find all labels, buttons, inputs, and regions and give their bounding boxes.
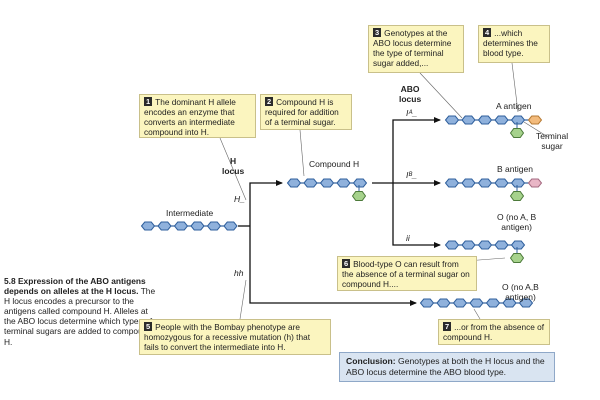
o-antigen-chain-2-unit (419, 298, 435, 308)
step-5-leader (239, 279, 247, 320)
step-6-text: Blood-type O can result from the absence… (342, 259, 470, 289)
step-3-text: Genotypes at the ABO locus determine the… (373, 28, 452, 68)
step-7-text: ...or from the absence of compound H. (443, 322, 545, 342)
step-2-text: Compound H is required for addition of a… (265, 97, 339, 127)
ib-genotype: Iᴮ_ (406, 170, 417, 180)
step-3-leader (419, 72, 463, 119)
step-1-number: 1 (144, 97, 153, 106)
step-4-number: 4 (483, 28, 492, 37)
molecule-chains (140, 115, 543, 308)
a-antigen-chain-unit (510, 115, 526, 125)
step-4-leader (511, 62, 519, 113)
o-antigen-chain-2-unit (452, 298, 468, 308)
o-antigen-chain-1-unit (510, 240, 526, 250)
step-1-leader (219, 137, 247, 201)
caption-heading: 5.8 Expression of the ABO antigens depen… (4, 276, 146, 297)
step-5-number: 5 (144, 322, 153, 331)
figure-caption: 5.8 Expression of the ABO antigens depen… (4, 276, 156, 347)
conclusion-prefix: Conclusion: (346, 356, 396, 366)
hh-genotype: hh (234, 268, 244, 278)
o-h-sugar (509, 253, 525, 263)
ii-arrow (392, 183, 441, 248)
intermediate-label: Intermediate (166, 208, 214, 218)
step-5-text: People with the Bombay phenotype are hom… (144, 322, 311, 352)
a-antigen-chain-unit (461, 115, 476, 125)
b-antigen-label: B antigen (497, 164, 533, 174)
step-2-leader (299, 129, 305, 177)
step-4-text: ...which determines the blood type. (483, 28, 538, 58)
compound-h-chain-unit (319, 178, 335, 188)
compound-h-chain-unit (286, 178, 302, 188)
b-antigen-chain-unit (510, 178, 526, 188)
intermediate-chain-unit (157, 221, 172, 231)
o-antigen-chain-1-unit (494, 240, 509, 250)
o-antigen-chain-2-unit (485, 298, 501, 308)
step-2-number: 2 (265, 97, 274, 106)
h-locus-label: H locus (222, 156, 245, 176)
conclusion-text: Genotypes at both the H locus and the AB… (346, 356, 545, 377)
ia-arrow (392, 117, 441, 183)
h-dominant-arrow (249, 180, 283, 226)
terminal-sugar-leader (523, 121, 549, 138)
conclusion-box: Conclusion: Genotypes at both the H locu… (339, 352, 555, 382)
ii-genotype: ii (406, 233, 410, 243)
hh-arrow (249, 226, 417, 306)
ia-genotype: Iᴬ_ (406, 108, 418, 118)
o-antigen-chain-1-unit (461, 240, 476, 250)
b-antigen-chain-unit (461, 178, 476, 188)
step-6-number: 6 (342, 259, 351, 268)
o-antigen-chain-2-unit (518, 298, 534, 308)
terminal-sugar-label: Terminal sugar (536, 131, 569, 151)
a-h-sugar (509, 128, 525, 138)
step-7-number: 7 (443, 322, 452, 331)
step-1-text: The dominant H allele encodes an enzyme … (144, 97, 236, 137)
compound-h-chain-unit (336, 178, 351, 188)
abo-locus-label: ABO locus (399, 84, 422, 104)
h-dominant-genotype: H_ (234, 194, 245, 204)
o-antigen-chain-2-unit (436, 298, 451, 308)
compound-h-label: Compound H (309, 159, 360, 169)
b-h-sugar (509, 191, 525, 201)
intermediate-chain-unit (140, 221, 156, 231)
intermediate-chain-unit (206, 221, 222, 231)
a-antigen-label: A antigen (496, 101, 532, 111)
step-3-number: 3 (373, 28, 382, 37)
o-antigen-chain-2-unit (469, 298, 484, 308)
h-sugar (351, 191, 367, 201)
o-antigen-chain-1-unit (477, 240, 493, 250)
caption-body: The H locus encodes a precursor to the a… (4, 286, 156, 347)
intermediate-chain-unit (190, 221, 205, 231)
a-antigen-chain-unit (477, 115, 493, 125)
o-antigen-label-2: O (no A,B antigen) (502, 282, 539, 302)
a-antigen-chain-unit (494, 115, 509, 125)
a-terminal-sugar (527, 115, 543, 125)
intermediate-chain-unit (173, 221, 189, 231)
b-terminal-sugar (527, 178, 543, 188)
compound-h-chain-unit (303, 178, 318, 188)
o-antigen-chain-1-unit (444, 240, 460, 250)
compound-h-chain-unit (352, 178, 368, 188)
pathway-arrows (238, 117, 441, 306)
b-antigen-chain-unit (477, 178, 493, 188)
intermediate-chain-unit (223, 221, 238, 231)
step-4-note: 4...which determines the blood type. (478, 25, 550, 63)
b-antigen-chain-unit (494, 178, 509, 188)
o-antigen-label-1: O (no A, B antigen) (497, 212, 537, 232)
step-7-note: 7...or from the absence of compound H. (438, 319, 550, 345)
b-antigen-chain-unit (444, 178, 460, 188)
step-7-leader (473, 308, 481, 320)
a-antigen-chain-unit (444, 115, 460, 125)
